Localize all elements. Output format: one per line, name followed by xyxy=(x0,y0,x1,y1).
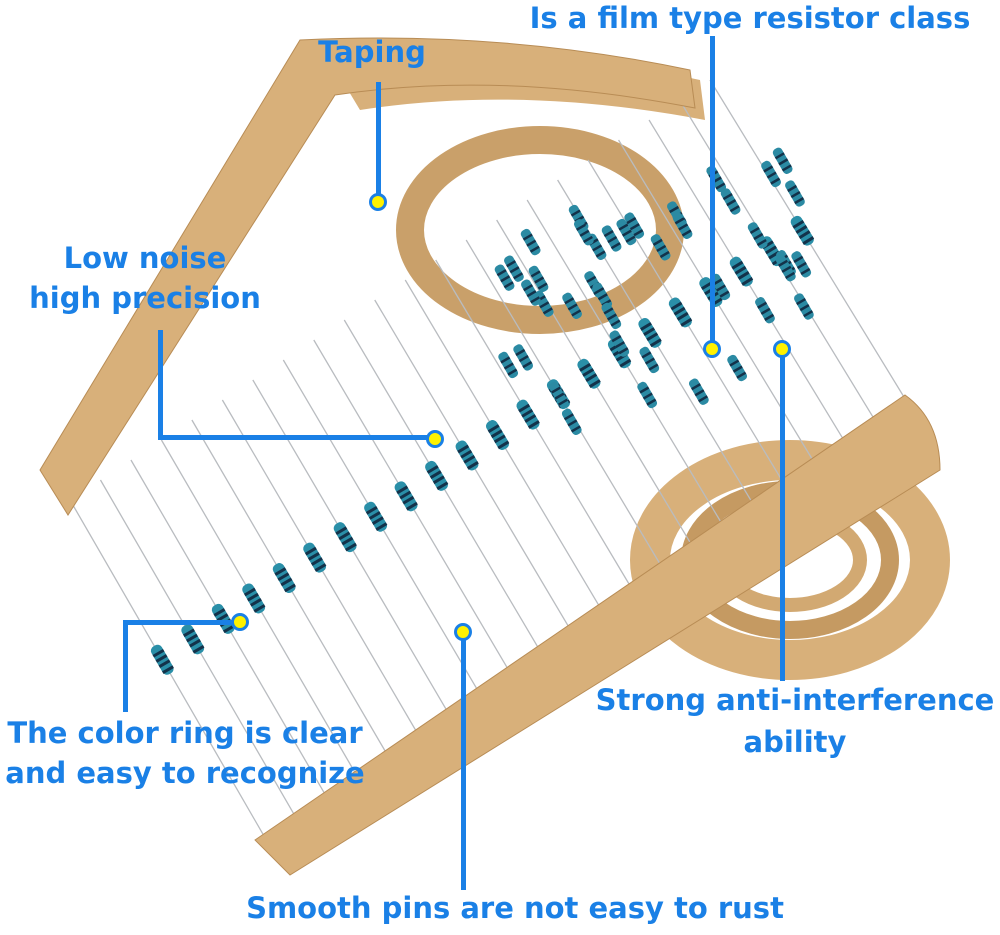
resistor xyxy=(423,459,450,493)
resistor-lead xyxy=(314,340,519,687)
callout-line-anti-interference xyxy=(780,349,785,681)
callout-line-low-noise-h xyxy=(158,435,435,440)
resistor xyxy=(576,357,603,391)
callout-dot-film-type xyxy=(703,340,721,358)
resistor xyxy=(754,296,777,325)
resistor xyxy=(726,353,749,382)
callout-dot-taping xyxy=(369,193,387,211)
callout-smooth-pins: Smooth pins are not easy to rust xyxy=(230,888,800,928)
resistor xyxy=(332,520,359,554)
resistor xyxy=(728,255,755,289)
resistor xyxy=(636,316,663,350)
resistor-lead xyxy=(527,200,732,541)
resistor-lead xyxy=(222,400,427,750)
callout-color-ring-line1: The color ring is clear xyxy=(0,713,370,753)
resistor xyxy=(180,622,206,656)
resistor xyxy=(149,643,175,677)
callout-dot-anti-interference xyxy=(773,340,791,358)
callout-low-noise-line1: Low noise xyxy=(20,238,270,278)
callout-taping: Taping xyxy=(272,32,472,72)
resistor xyxy=(746,221,769,250)
resistor xyxy=(393,479,420,513)
resistor xyxy=(362,500,389,534)
resistor xyxy=(560,407,583,436)
callout-line-color-ring-h xyxy=(123,620,240,625)
resistor xyxy=(784,179,807,208)
resistor xyxy=(515,398,542,432)
resistor-lead xyxy=(283,360,488,708)
resistor xyxy=(638,345,661,374)
resistor-lead xyxy=(649,120,854,457)
callout-low-noise-line2: high precision xyxy=(20,278,270,318)
resistor-lead xyxy=(405,280,610,625)
callout-dot-low-noise xyxy=(426,430,444,448)
callout-film-type: Is a film type resistor class xyxy=(520,0,980,38)
resistor xyxy=(636,380,659,409)
resistor-lead xyxy=(70,500,275,855)
callout-line-smooth-pins xyxy=(461,632,466,890)
callout-color-ring-line2: and easy to recognize xyxy=(0,753,370,793)
resistor xyxy=(793,292,816,321)
callout-line-film-type xyxy=(710,36,715,349)
resistor xyxy=(271,561,297,595)
resistor-lead xyxy=(588,160,793,499)
callout-line-low-noise-v xyxy=(158,330,163,440)
resistor-lead xyxy=(375,300,580,645)
resistor xyxy=(484,418,511,452)
tape-roll-back xyxy=(330,53,930,660)
callout-dot-color-ring xyxy=(231,613,249,631)
resistor xyxy=(705,164,728,193)
resistor-lead xyxy=(344,320,549,666)
resistor xyxy=(789,214,816,248)
resistor xyxy=(301,541,328,575)
callout-line-taping xyxy=(376,82,381,202)
resistor xyxy=(667,296,694,330)
callout-anti-interference-line2: ability xyxy=(590,722,1000,762)
resistor xyxy=(519,227,542,256)
resistor xyxy=(240,582,266,616)
callout-line-color-ring-v xyxy=(123,620,128,712)
callout-dot-smooth-pins xyxy=(454,623,472,641)
resistor xyxy=(454,439,481,473)
callout-anti-interference-line1: Strong anti-interference xyxy=(590,680,1000,720)
